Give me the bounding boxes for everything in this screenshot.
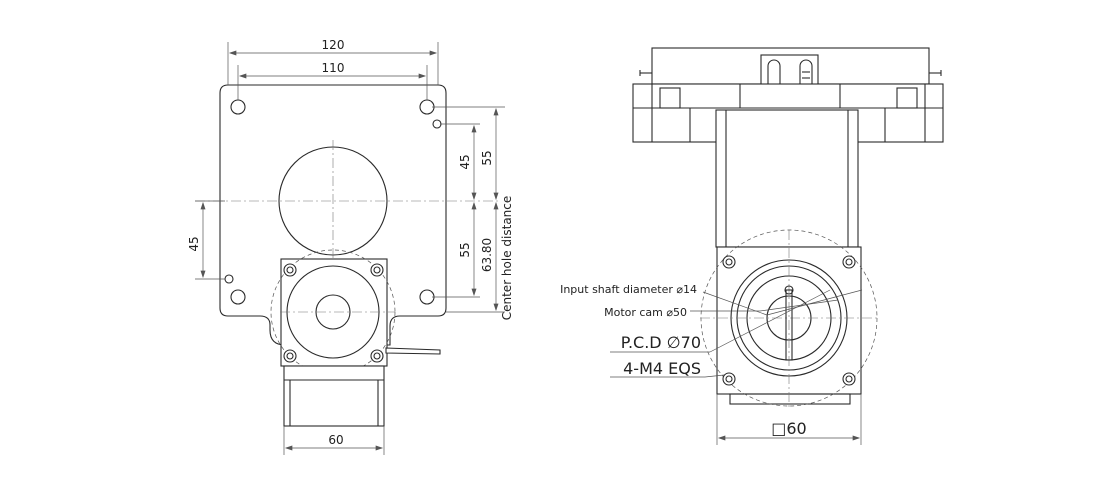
center-hole-label: Center hole distance — [500, 196, 514, 321]
dim-lower-half: 55 — [458, 242, 472, 257]
flange-screws — [283, 263, 384, 363]
input-shaft-label: Input shaft diameter ⌀14 — [560, 283, 697, 296]
dim-left-offset: 45 — [187, 236, 201, 251]
dim-center-distance: 63.80 — [480, 238, 494, 272]
motor-cable — [385, 347, 441, 355]
motor-cam-label: Motor cam ⌀50 — [604, 306, 687, 319]
dim-flange-square: □60 — [771, 419, 806, 438]
side-view: Input shaft diameter ⌀14 Motor cam ⌀50 P… — [560, 47, 944, 445]
dim-width-holes: 110 — [322, 61, 345, 75]
side-flange-screws — [722, 255, 856, 386]
dim-upper-offset: 45 — [458, 154, 472, 169]
screw-label: 4-M4 EQS — [623, 359, 701, 378]
front-view: 120 110 45 55 55 63.80 Center hole dista… — [187, 38, 514, 455]
pcd-label: P.C.D ∅70 — [621, 333, 701, 352]
motor-body — [283, 365, 385, 427]
dim-motor-width: 60 — [328, 433, 343, 447]
dim-upper-half: 55 — [480, 150, 494, 165]
shaft-column — [715, 109, 859, 248]
dim-width-outer: 120 — [322, 38, 345, 52]
